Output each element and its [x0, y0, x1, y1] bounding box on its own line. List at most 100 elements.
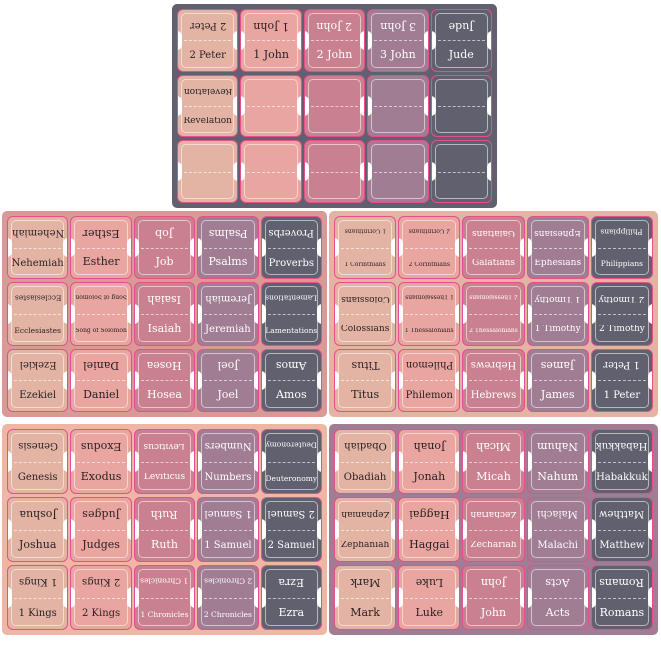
tab-notch [126, 451, 131, 472]
tab-notch [463, 237, 468, 258]
tab-notch [391, 304, 396, 324]
tab-label-flipped: Titus [351, 359, 380, 372]
tab-label: Matthew [599, 539, 645, 551]
tab-label-flipped: James [540, 359, 575, 372]
tab-label-flipped: Ezra [278, 576, 305, 589]
tab-label: Galatians [471, 258, 516, 268]
tab-label-flipped: 2 Chronicles [203, 576, 252, 585]
tab-label: Titus [351, 389, 380, 402]
tab-label-flipped: 2 Corinthians [408, 227, 450, 234]
tab-label: Jude [448, 48, 474, 61]
fold-line [469, 247, 518, 249]
tab-notch [591, 237, 596, 258]
fold-line [533, 597, 582, 599]
tab-label-flipped: 1 Corinthians [344, 227, 386, 234]
tab-notch [317, 451, 321, 472]
tab-label-flipped: Leviticus [143, 440, 186, 450]
fold-line [310, 40, 359, 42]
tab-notch [134, 519, 139, 540]
tab-notch [126, 370, 131, 391]
tab-notch [399, 304, 404, 324]
tab-notch [134, 237, 139, 258]
tab-notch [253, 304, 258, 324]
tab-notch [134, 370, 139, 391]
tab-notch [335, 370, 339, 391]
tab-notch [583, 370, 588, 391]
tab-notch [178, 96, 182, 116]
fold-line [13, 247, 62, 249]
tab-label: Malachi [537, 539, 578, 551]
fold-line [77, 461, 125, 463]
tab-notch [178, 161, 182, 182]
tab-label: Habakkuk [596, 471, 648, 483]
tab-notch [304, 161, 309, 182]
blank-tab [303, 140, 366, 203]
tab-label: Job [155, 256, 174, 269]
fold-line [437, 40, 486, 42]
tab-notch [583, 237, 588, 258]
tab-label-flipped: Ephesians [534, 227, 582, 237]
fold-line [469, 313, 518, 315]
tab-notch [241, 96, 246, 116]
tab-label: Isaiah [147, 322, 182, 335]
tab-notch [431, 30, 436, 51]
tab-notch [8, 237, 12, 258]
tab-label-flipped: 1 Chronicles [140, 576, 189, 585]
fold-line [13, 461, 62, 463]
fold-line [267, 247, 316, 249]
tab-notch [583, 587, 588, 608]
tab-notch [583, 304, 588, 324]
tab-notch [591, 519, 596, 540]
tab-notch [527, 519, 532, 540]
tab-label: Judges [82, 538, 120, 551]
tab-notch [134, 451, 139, 472]
tab-notch [455, 587, 460, 608]
tab-label: Joshua [18, 538, 57, 551]
tab-notch [391, 587, 396, 608]
tab-label: Nahum [537, 470, 579, 483]
tab-notch [198, 304, 203, 324]
tab-notch [391, 237, 396, 258]
tab-label: Colossians [340, 324, 390, 334]
tab-notch [296, 30, 301, 51]
fold-line [597, 597, 646, 599]
tab-label-flipped: Judges [82, 508, 120, 521]
tab-notch [391, 451, 396, 472]
fold-line [140, 380, 189, 382]
tab-label-flipped: Esther [82, 226, 120, 239]
tab-notch [261, 370, 266, 391]
tab-notch [368, 30, 373, 51]
fold-line [405, 380, 454, 382]
tab-label: 3 John [380, 48, 416, 61]
tab-notch [519, 587, 524, 608]
fold-line [533, 380, 582, 382]
fold-line [597, 247, 646, 249]
tab-label-flipped: Daniel [83, 359, 120, 372]
tab-notch [527, 237, 532, 258]
tab-label-flipped: Acts [545, 576, 570, 589]
tab-label-flipped: 2 Timothy [598, 294, 645, 304]
tab-notch [63, 237, 68, 258]
tab-notch [71, 451, 76, 472]
tab-notch [253, 587, 258, 608]
tab-label: Daniel [83, 389, 120, 402]
tab-notch [591, 370, 596, 391]
tab-label-flipped: Philemon [405, 359, 454, 371]
